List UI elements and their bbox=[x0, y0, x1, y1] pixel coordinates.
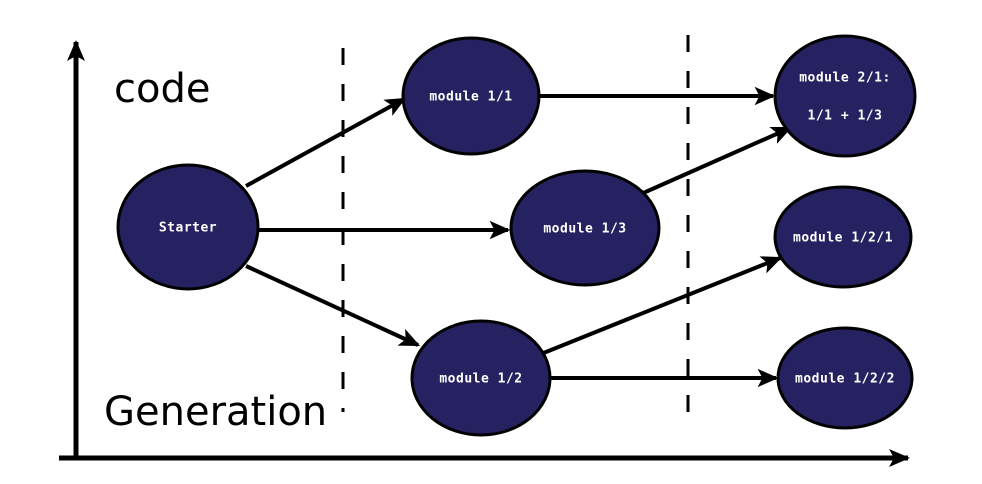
node-module-1-2[interactable]: module 1/2 bbox=[410, 319, 552, 437]
axes-group bbox=[59, 39, 911, 468]
node-module-1-3[interactable]: module 1/3 bbox=[509, 169, 661, 287]
node-starter-label: Starter bbox=[159, 221, 217, 236]
node-module-1-2-2-label: module 1/2/2 bbox=[795, 372, 895, 387]
edge-starter-to-module-1-1 bbox=[245, 97, 407, 188]
node-module-1-2-label: module 1/2 bbox=[439, 372, 522, 387]
node-starter[interactable]: Starter bbox=[116, 163, 260, 291]
edge-starter-to-module-1-2 bbox=[245, 264, 421, 347]
y-axis-caption-code: code bbox=[114, 66, 210, 112]
node-module-1-2-shape[interactable] bbox=[410, 319, 552, 437]
node-module-2-1-label-line-1: module 2/1: bbox=[799, 71, 891, 86]
node-module-1-1-label: module 1/1 bbox=[429, 90, 512, 105]
edge-module-1-2-to-module-1-2-1 bbox=[540, 256, 783, 356]
node-module-2-1-label-line-2: 1/1 + 1/3 bbox=[808, 109, 883, 124]
x-axis-caption-generation: Generation bbox=[104, 389, 327, 435]
node-starter-shape[interactable] bbox=[116, 163, 260, 291]
node-module-1-2-1-shape[interactable] bbox=[773, 185, 913, 289]
node-module-1-2-1-label: module 1/2/1 bbox=[793, 231, 893, 246]
node-module-1-3-shape[interactable] bbox=[509, 169, 661, 287]
node-module-2-1-shape[interactable] bbox=[773, 34, 917, 158]
node-module-1-2-1[interactable]: module 1/2/1 bbox=[773, 185, 913, 289]
node-module-1-2-2-shape[interactable] bbox=[776, 326, 914, 430]
edge-module-1-3-to-module-2-1 bbox=[640, 126, 793, 196]
edges-group bbox=[245, 86, 793, 388]
node-module-1-1[interactable]: module 1/1 bbox=[401, 36, 541, 156]
node-module-1-1-shape[interactable] bbox=[401, 36, 541, 156]
node-module-2-1[interactable]: module 2/1: 1/1 + 1/3 bbox=[773, 34, 917, 158]
node-module-1-3-label: module 1/3 bbox=[543, 222, 626, 237]
node-module-1-2-2[interactable]: module 1/2/2 bbox=[776, 326, 914, 430]
